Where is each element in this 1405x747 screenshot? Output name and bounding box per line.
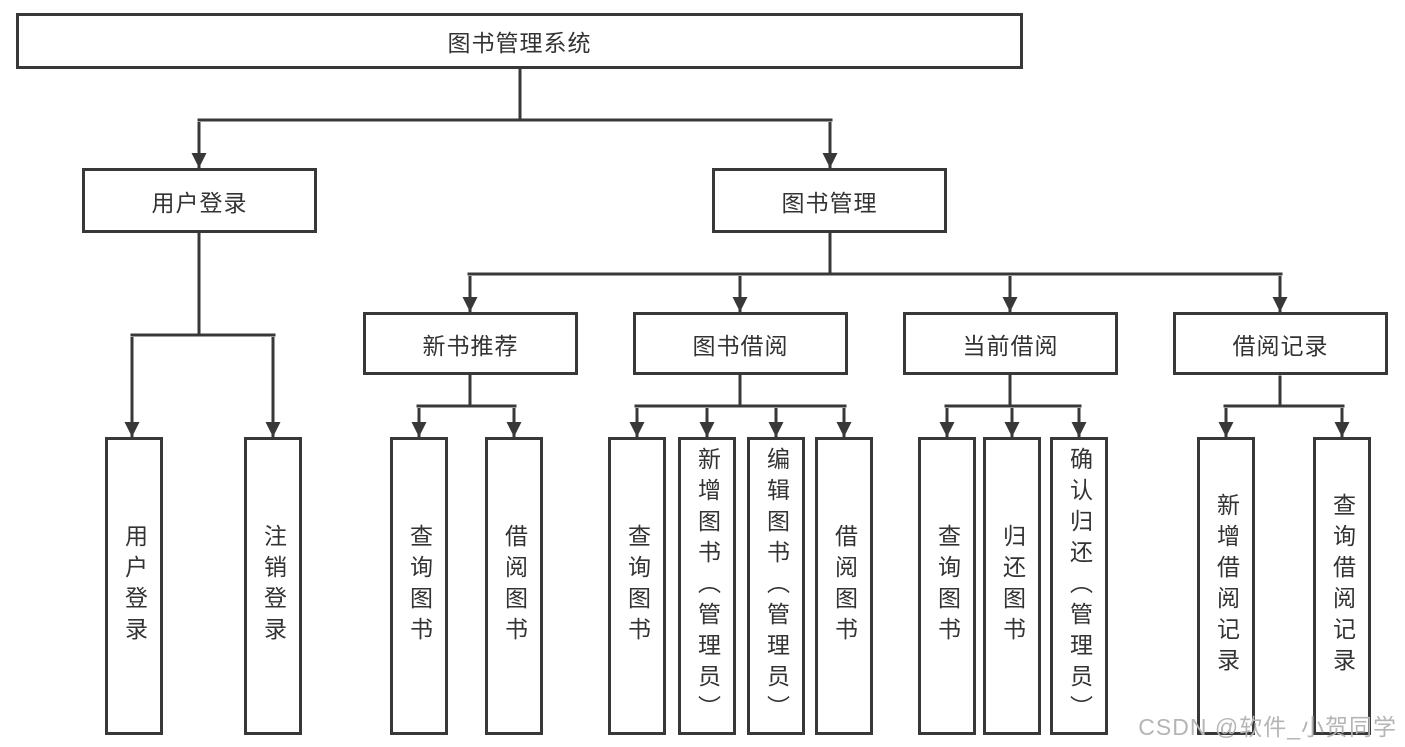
node-library-system: 图书管理系统	[16, 13, 1023, 69]
leaf-add-books-admin: 新增图书（管理员）	[678, 437, 736, 735]
leaf-logout: 注销登录	[244, 437, 302, 735]
leaf-user-login: 用户登录	[105, 437, 163, 735]
node-new-book-recommendation: 新书推荐	[363, 312, 578, 375]
node-book-management-module: 图书管理	[712, 168, 947, 233]
leaf-return-books: 归还图书	[983, 437, 1041, 735]
node-borrowing-records: 借阅记录	[1173, 312, 1388, 375]
leaf-query-books-2: 查询图书	[608, 437, 666, 735]
leaf-add-borrow-record: 新增借阅记录	[1197, 437, 1255, 735]
csdn-watermark: CSDN @软件_小贺同学	[1138, 714, 1397, 740]
node-user-login-module: 用户登录	[82, 168, 317, 233]
leaf-borrow-books-1: 借阅图书	[485, 437, 543, 735]
leaf-confirm-return-admin: 确认归还（管理员）	[1050, 437, 1108, 735]
leaf-borrow-books-2: 借阅图书	[815, 437, 873, 735]
leaf-edit-books-admin: 编辑图书（管理员）	[747, 437, 805, 735]
leaf-query-books-1: 查询图书	[390, 437, 448, 735]
node-current-borrowing: 当前借阅	[903, 312, 1118, 375]
leaf-query-books-3: 查询图书	[918, 437, 976, 735]
leaf-query-borrow-record: 查询借阅记录	[1313, 437, 1371, 735]
node-book-borrowing: 图书借阅	[633, 312, 848, 375]
